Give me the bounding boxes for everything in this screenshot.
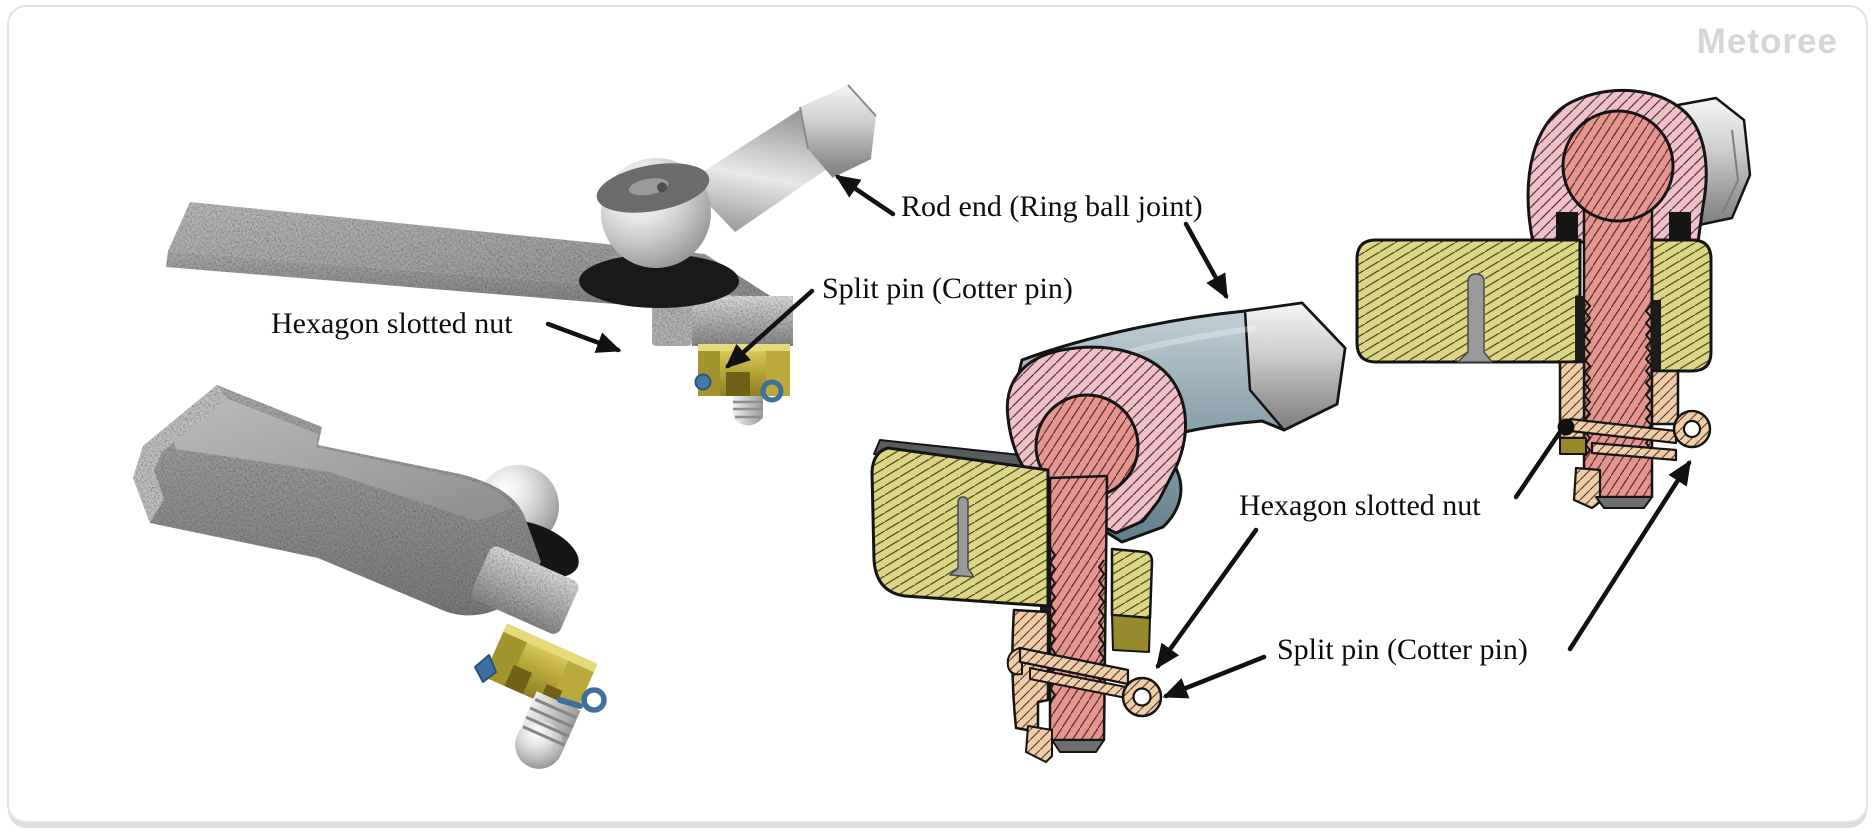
lever-arm-left-edge xyxy=(133,385,228,523)
label-hex-nut-right: Hexagon slotted nut xyxy=(1239,489,1481,522)
rod-hex-end xyxy=(800,85,876,177)
leader-dot xyxy=(1557,418,1575,436)
stud-section xyxy=(1048,474,1109,742)
arrow-rod-end-to-section xyxy=(1183,221,1229,300)
label-hex-nut-left: Hexagon slotted nut xyxy=(271,307,513,340)
plate-section-right xyxy=(1650,238,1713,373)
seal-ring-left xyxy=(1556,212,1578,240)
stud-tip xyxy=(515,691,581,769)
arm-tab xyxy=(652,301,692,346)
card-panel xyxy=(7,5,1868,828)
label-split-pin-left: Split pin (Cotter pin) xyxy=(822,272,1073,305)
thread-gap-right xyxy=(1651,300,1661,371)
lever-arm-top-face xyxy=(170,399,513,521)
split-pin-section xyxy=(1006,646,1163,718)
render-assembly-top-left xyxy=(166,84,877,426)
split-pin-3d xyxy=(694,373,784,403)
arrow-rod-end-to-render xyxy=(834,174,896,217)
arrow-split-pin-right-up xyxy=(1567,459,1692,652)
stud-tip xyxy=(733,396,763,426)
split-pin-3d xyxy=(474,654,607,713)
stud-tip-shade xyxy=(1595,496,1653,509)
nut-section-right xyxy=(1650,369,1680,426)
render-assembly-bottom-left xyxy=(133,385,607,769)
split-pin-section xyxy=(1568,409,1712,462)
arrow-hex-nut-left xyxy=(545,321,622,353)
ball-cup-face xyxy=(596,163,710,213)
thread-gap-left xyxy=(1575,296,1585,362)
leader-hex-nut-right-up xyxy=(1513,429,1563,500)
ball-boss xyxy=(471,546,579,634)
ball-stud-section xyxy=(1561,109,1675,223)
cross-section-right xyxy=(1355,88,1752,510)
plate-section-right xyxy=(1110,547,1154,620)
rubber-boot xyxy=(579,254,739,308)
nut-outside-face xyxy=(1559,437,1587,455)
labels: Rod end (Ring ball joint) Split pin (Cot… xyxy=(271,190,1528,666)
nut-outside-face xyxy=(1111,614,1151,653)
label-split-pin-right: Split pin (Cotter pin) xyxy=(1277,633,1528,666)
seal-ring-right xyxy=(1669,212,1691,240)
plate-slit xyxy=(949,496,975,578)
stud-bottom-sleeve xyxy=(1025,725,1053,763)
label-rod-end: Rod end (Ring ball joint) xyxy=(901,190,1203,223)
watermark-logo: Metoree xyxy=(1697,22,1838,61)
arrow-split-pin-left xyxy=(725,288,815,369)
cross-section-middle xyxy=(870,301,1347,763)
stud-tip-shade xyxy=(1051,739,1105,753)
leader-arrows xyxy=(545,174,1692,699)
arrow-split-pin-right-down xyxy=(1162,654,1267,699)
plate-slit xyxy=(1457,273,1493,363)
arrow-hex-nut-right-down xyxy=(1155,527,1259,670)
stud-bottom-sleeve xyxy=(1572,466,1602,510)
